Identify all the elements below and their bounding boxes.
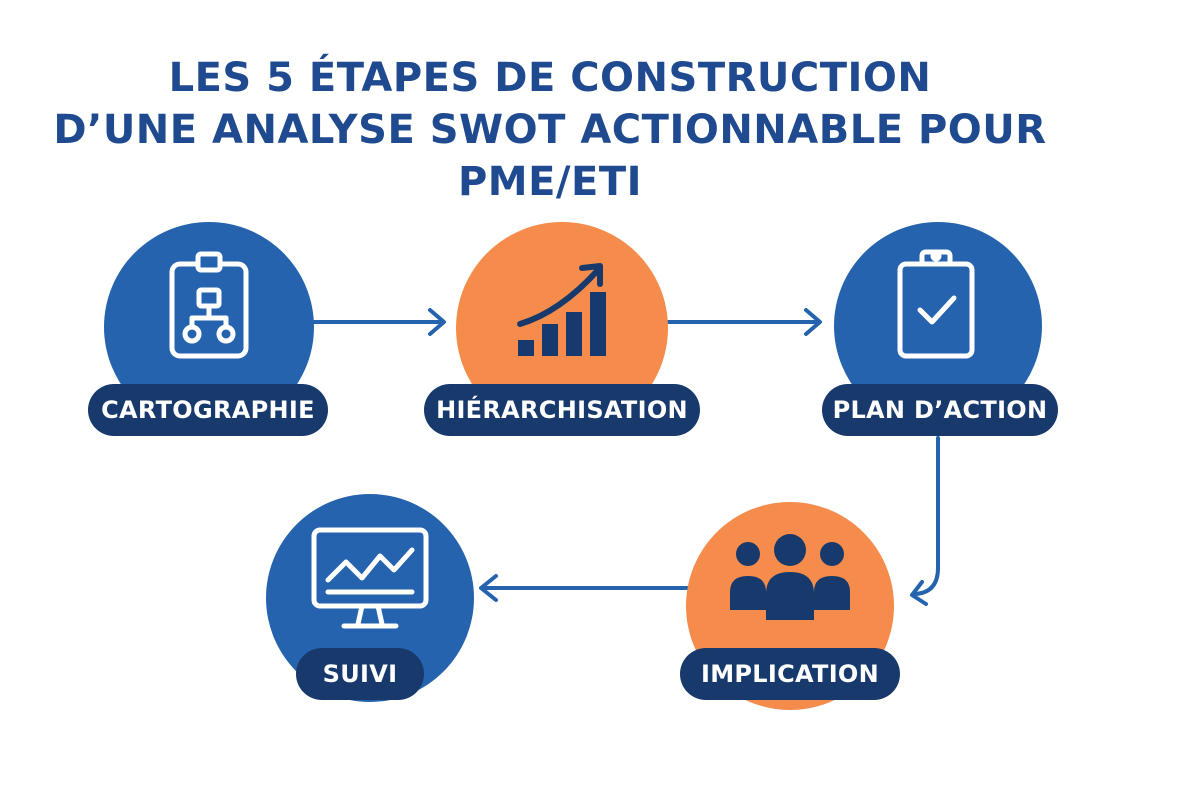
arrow-step3-to-step4 xyxy=(910,436,940,606)
arrow-step4-to-step5 xyxy=(479,574,690,602)
step-label-plan-action: PLAN D’ACTION xyxy=(822,384,1058,436)
arrow-step1-to-step2 xyxy=(310,308,446,336)
title-line-3: PME/ETI xyxy=(457,159,643,205)
title-line-2: D’UNE ANALYSE SWOT ACTIONNABLE POUR xyxy=(53,107,1047,153)
step-label-implication: IMPLICATION xyxy=(680,648,900,700)
monitor-chart-icon xyxy=(311,527,429,629)
step-label-cartographie: CARTOGRAPHIE xyxy=(88,384,328,436)
step-label-suivi: SUIVI xyxy=(296,648,424,700)
arrow-step2-to-step3 xyxy=(664,308,822,336)
step-label-hierarchisation: HIÉRARCHISATION xyxy=(424,384,700,436)
team-people-icon xyxy=(730,534,850,620)
org-chart-clipboard-icon xyxy=(169,251,249,359)
title-line-1: LES 5 ÉTAPES DE CONSTRUCTION xyxy=(168,55,932,101)
diagram-title: LES 5 ÉTAPES DE CONSTRUCTION D’UNE ANALY… xyxy=(0,52,1100,208)
checklist-clipboard-icon xyxy=(897,249,975,359)
growth-bar-chart-icon xyxy=(517,263,606,356)
